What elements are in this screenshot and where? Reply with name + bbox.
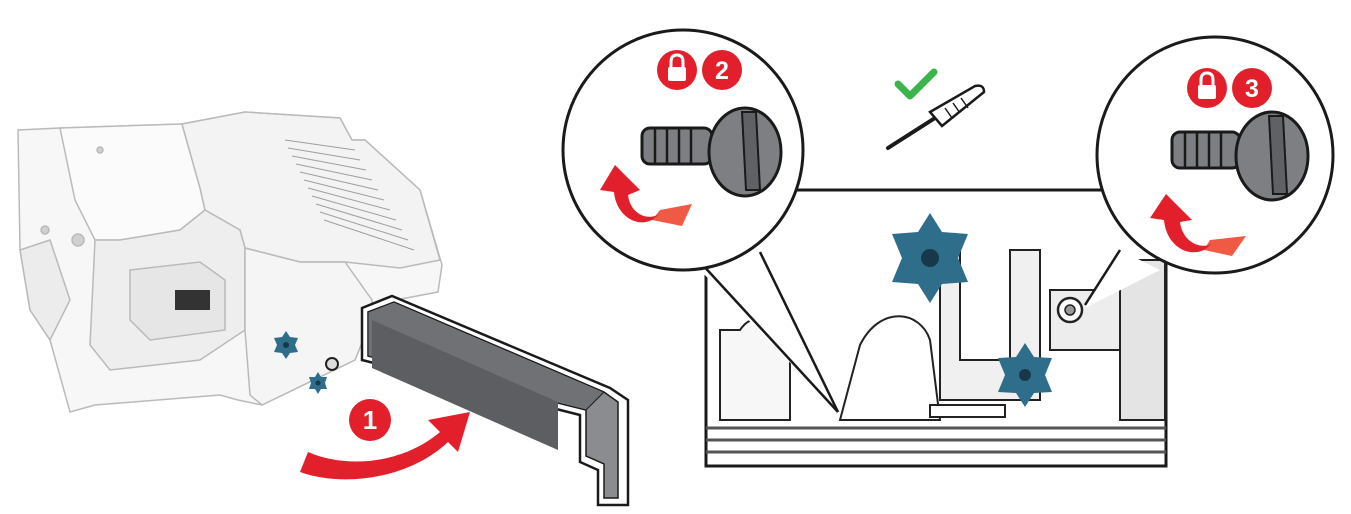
step-badge-3-lock (1187, 68, 1227, 108)
screwdriver-icon (886, 84, 986, 150)
step-number-3: 3 (1245, 75, 1259, 103)
step-badge-2: 2 (702, 50, 742, 90)
printer-knob-upper (274, 331, 298, 359)
screw-callout-2: 2 (561, 28, 840, 413)
screw-icon (1170, 110, 1310, 202)
printer-screw-hole (325, 357, 339, 371)
unscrew-arrow-icon (1150, 194, 1246, 256)
printer-illustration (17, 111, 443, 413)
step-badge-1: 1 (349, 399, 391, 441)
step-badge-2-lock (657, 50, 697, 90)
detail-knob-lower (998, 343, 1052, 407)
unscrew-arrow-icon (600, 165, 692, 226)
rotate-arrow-icon (300, 412, 470, 480)
detail-knob-upper (892, 213, 968, 303)
step-badge-3: 3 (1232, 68, 1272, 108)
printer-knob-lower (309, 372, 327, 394)
step-number-1: 1 (363, 405, 377, 435)
screw-icon (640, 106, 783, 198)
step-number-2: 2 (715, 57, 729, 85)
checkmark-icon (894, 68, 938, 100)
screw-callout-3: 3 (1083, 35, 1335, 308)
side-cover (360, 294, 630, 507)
